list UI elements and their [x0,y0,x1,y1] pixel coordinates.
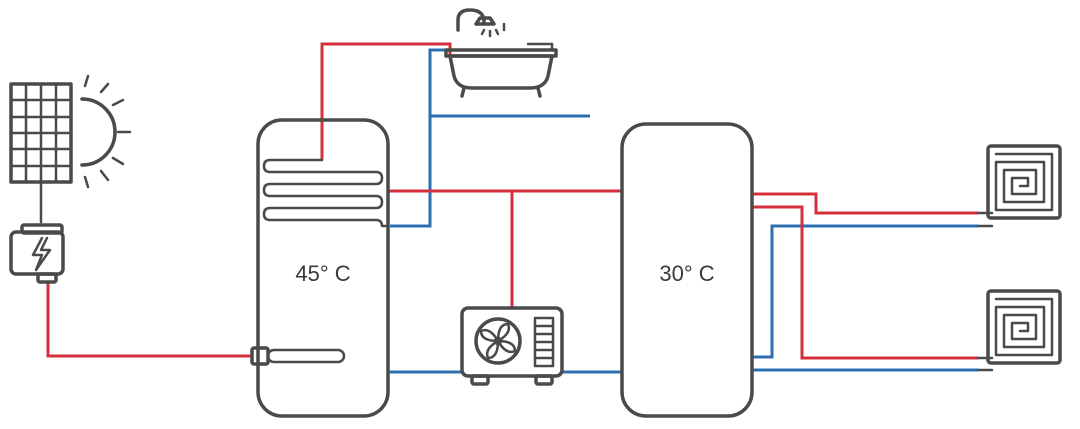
sun-icon [80,74,132,189]
floor-heating-coil-icon [986,144,1062,220]
pipe-buffer-to-floor-bottom-hot [752,205,978,360]
floor-heating-bottom [986,289,1062,365]
pipe-bath-cold [390,48,450,228]
pipe-inverter-to-tank [46,283,252,358]
dhw-tank-temperature: 45° C [295,261,350,286]
buffer-tank: 30° C [620,122,754,418]
pipes [46,42,994,374]
heat-pump-fan-icon [460,306,564,386]
pipe-buffer-to-floor-top-hot [752,192,978,215]
dhw-tank: 45° C [250,118,390,418]
solar-panel-icon [9,82,73,184]
heating-coil [262,158,390,228]
bathtub-shower-icon [444,8,558,98]
pipe-floor-top-return [752,224,978,359]
inverter-lightning-icon [9,223,65,284]
floor-heating-top [986,144,1062,220]
buffer-tank-temperature: 30° C [659,261,714,286]
floor-heating-coil-icon [986,289,1062,365]
